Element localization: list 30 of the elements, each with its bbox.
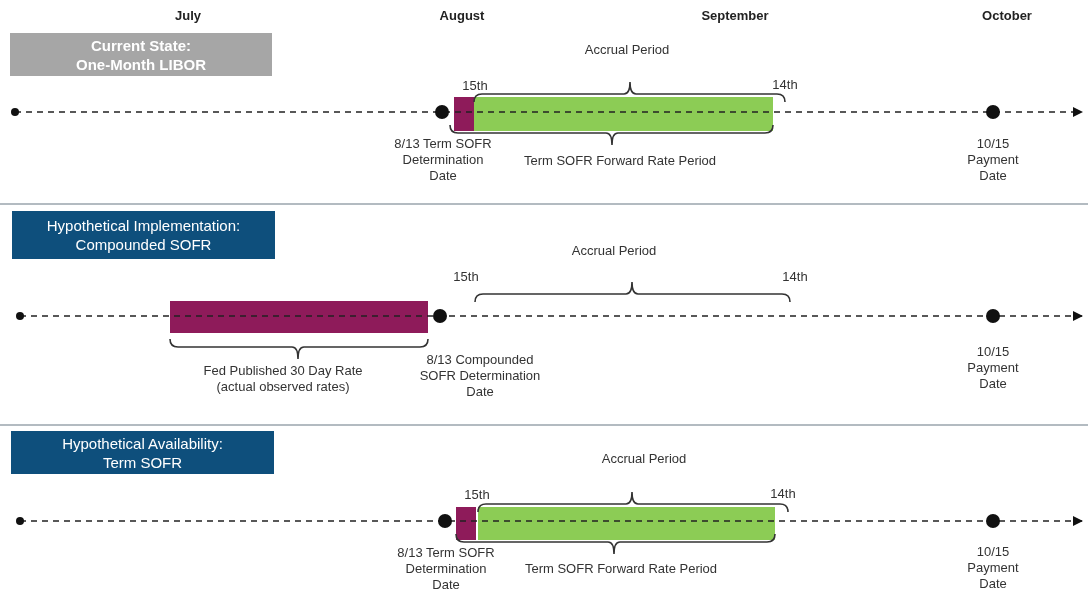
month-heading: September — [700, 8, 770, 24]
date-label: 15th — [461, 78, 489, 94]
period-label: Accrual Period — [570, 243, 658, 259]
date-label: 8/13 Term SOFR Determination Date — [393, 136, 493, 184]
date-label: 10/15 Payment Date — [966, 344, 1020, 392]
period-label: Term SOFR Forward Rate Period — [522, 153, 718, 169]
period-bar — [478, 507, 775, 540]
period-label: Accrual Period — [583, 42, 671, 58]
month-heading: October — [981, 8, 1033, 24]
date-label: 14th — [781, 269, 809, 285]
period-label: Accrual Period — [600, 451, 688, 467]
date-label: 15th — [463, 487, 491, 503]
month-heading: July — [174, 8, 202, 24]
section-header: Hypothetical Implementation: Compounded SOFR — [12, 211, 275, 259]
section-header: Current State: One-Month LIBOR — [10, 33, 272, 76]
period-bar — [170, 301, 428, 333]
period-bar — [474, 97, 773, 131]
date-label: 8/13 Compounded SOFR Determination Date — [418, 352, 542, 400]
period-label: Fed Published 30 Day Rate (actual observed rates) — [202, 363, 364, 395]
month-heading: August — [438, 8, 486, 24]
date-label: 14th — [771, 77, 799, 93]
date-label: 10/15 Payment Date — [966, 544, 1020, 592]
period-bar — [456, 507, 476, 540]
date-label: 14th — [769, 486, 797, 502]
period-label: Term SOFR Forward Rate Period — [523, 561, 719, 577]
date-label: 10/15 Payment Date — [966, 136, 1020, 184]
date-label: 15th — [452, 269, 480, 285]
period-bar — [454, 97, 474, 131]
date-label: 8/13 Term SOFR Determination Date — [396, 545, 496, 593]
section-header: Hypothetical Availability: Term SOFR — [11, 431, 274, 474]
